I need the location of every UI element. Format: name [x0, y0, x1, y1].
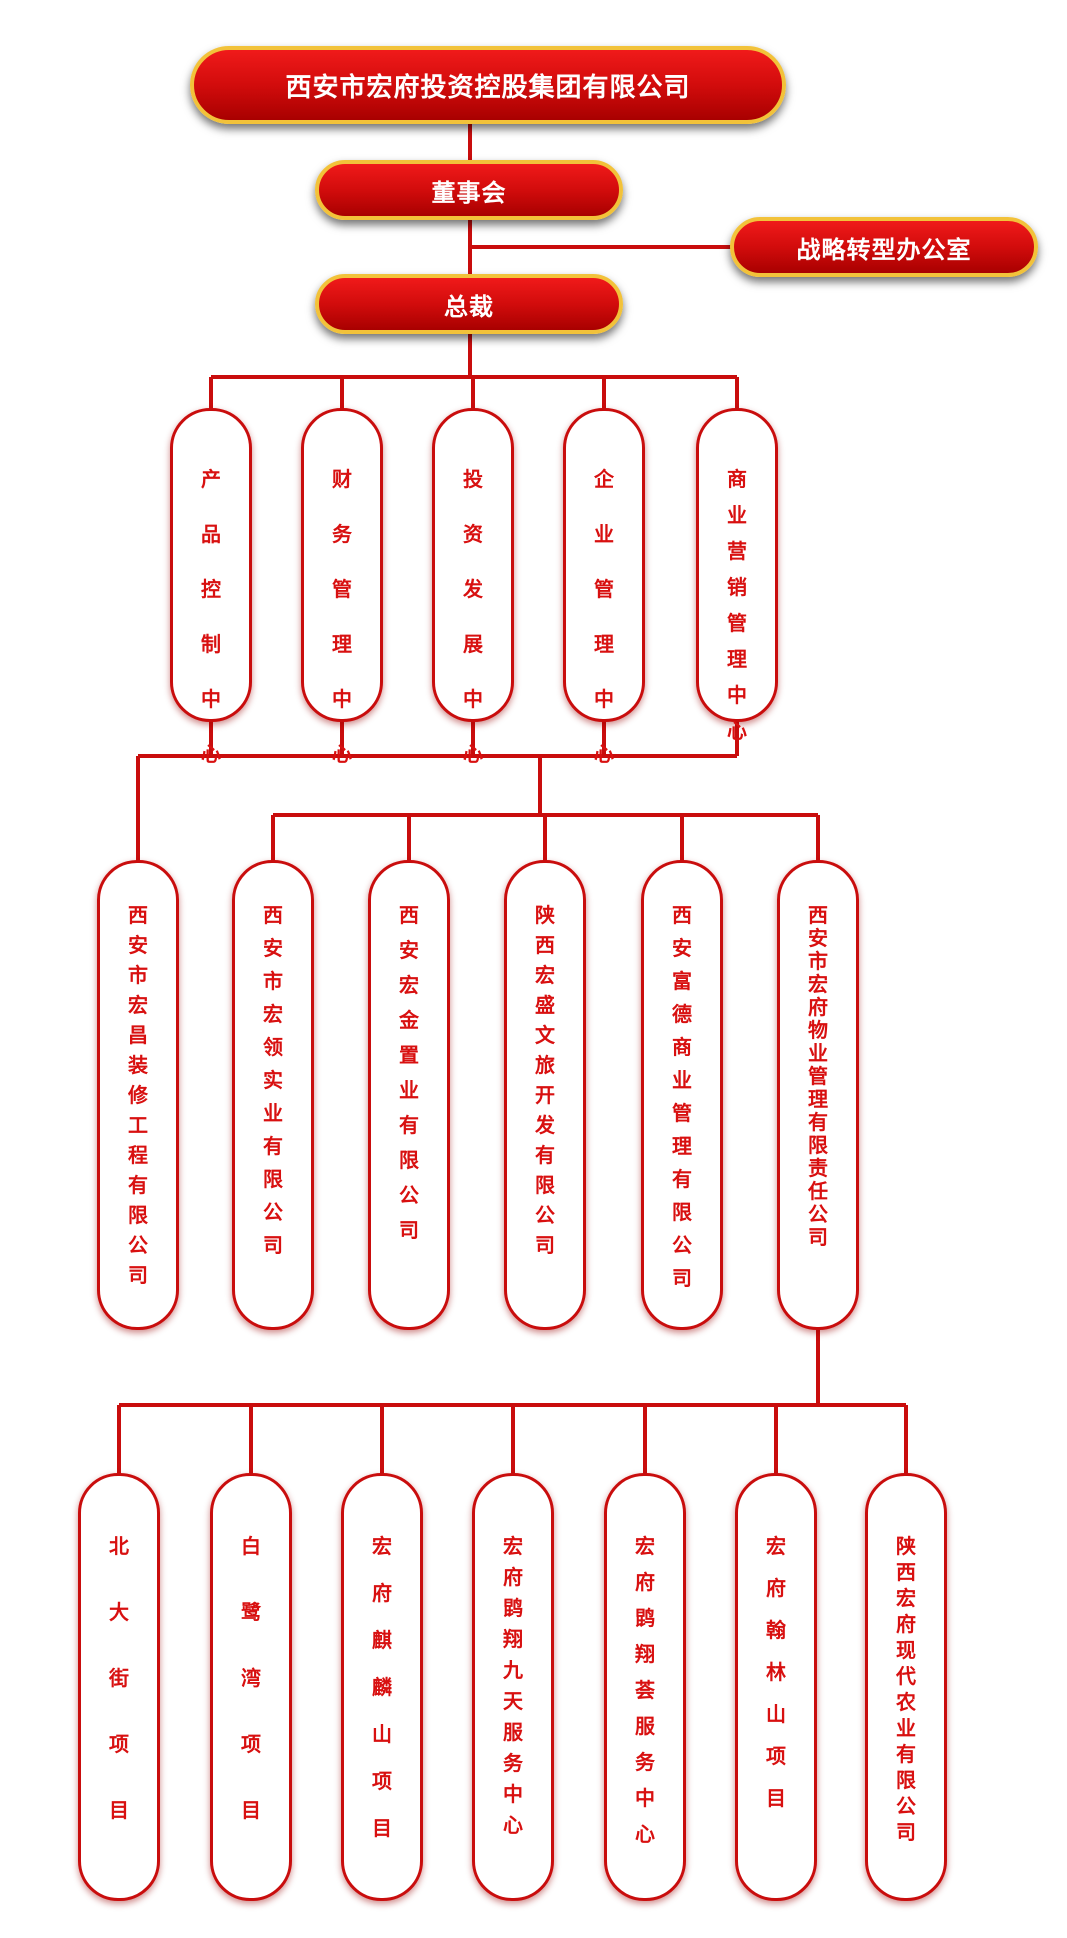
board-label: 董事会: [431, 178, 507, 207]
president-label: 总裁: [444, 292, 494, 321]
center-box-2: 财务管理中心: [301, 408, 383, 766]
center-box-4: 企业管理中心: [563, 408, 645, 766]
company-label: 西安市宏府物业管理有限责任公司: [808, 903, 828, 1249]
center-label: 投资发展中心: [463, 467, 483, 766]
center-box-5: 商业营销管理中心: [696, 408, 778, 743]
project-label: 陕西宏府现代农业有限公司: [896, 1534, 916, 1844]
company-box-4: 陕西宏盛文旅开发有限公司: [504, 860, 586, 1330]
company-box-3: 西安宏金置业有限公司: [368, 860, 450, 1330]
center-box-1: 产品控制中心: [170, 408, 252, 766]
group-company-box: 西安市宏府投资控股集团有限公司: [190, 46, 786, 124]
company-box-1: 西安市宏昌装修工程有限公司: [97, 860, 179, 1330]
center-label: 企业管理中心: [594, 467, 614, 766]
project-box-1: 北大街项目: [78, 1473, 160, 1901]
company-box-6: 西安市宏府物业管理有限责任公司: [777, 860, 859, 1330]
group-company-label: 西安市宏府投资控股集团有限公司: [285, 72, 691, 103]
project-box-2: 白鹭湾项目: [210, 1473, 292, 1901]
center-label: 商业营销管理中心: [727, 467, 747, 743]
company-label: 陕西宏盛文旅开发有限公司: [535, 903, 555, 1257]
project-box-4: 宏府鹍翔九天服务中心: [472, 1473, 554, 1901]
company-label: 西安宏金置业有限公司: [399, 903, 419, 1242]
company-label: 西安市宏昌装修工程有限公司: [128, 903, 148, 1287]
project-label: 宏府麒麟山项目: [372, 1534, 392, 1840]
project-label: 北大街项目: [109, 1534, 129, 1822]
project-label: 白鹭湾项目: [241, 1534, 261, 1822]
project-box-7: 陕西宏府现代农业有限公司: [865, 1473, 947, 1901]
project-label: 宏府翰林山项目: [766, 1534, 786, 1810]
strategy-office-label: 战略转型办公室: [796, 235, 972, 264]
company-box-2: 西安市宏领实业有限公司: [232, 860, 314, 1330]
company-label: 西安富德商业管理有限公司: [672, 903, 692, 1290]
project-label: 宏府鹍翔荟服务中心: [635, 1534, 655, 1846]
project-box-3: 宏府麒麟山项目: [341, 1473, 423, 1901]
president-box: 总裁: [315, 274, 623, 334]
center-label: 产品控制中心: [201, 467, 221, 766]
center-label: 财务管理中心: [332, 467, 352, 766]
strategy-office-box: 战略转型办公室: [730, 217, 1038, 277]
center-box-3: 投资发展中心: [432, 408, 514, 766]
project-box-5: 宏府鹍翔荟服务中心: [604, 1473, 686, 1901]
company-box-5: 西安富德商业管理有限公司: [641, 860, 723, 1330]
board-box: 董事会: [315, 160, 623, 220]
project-box-6: 宏府翰林山项目: [735, 1473, 817, 1901]
project-label: 宏府鹍翔九天服务中心: [503, 1534, 523, 1837]
company-label: 西安市宏领实业有限公司: [263, 903, 283, 1257]
